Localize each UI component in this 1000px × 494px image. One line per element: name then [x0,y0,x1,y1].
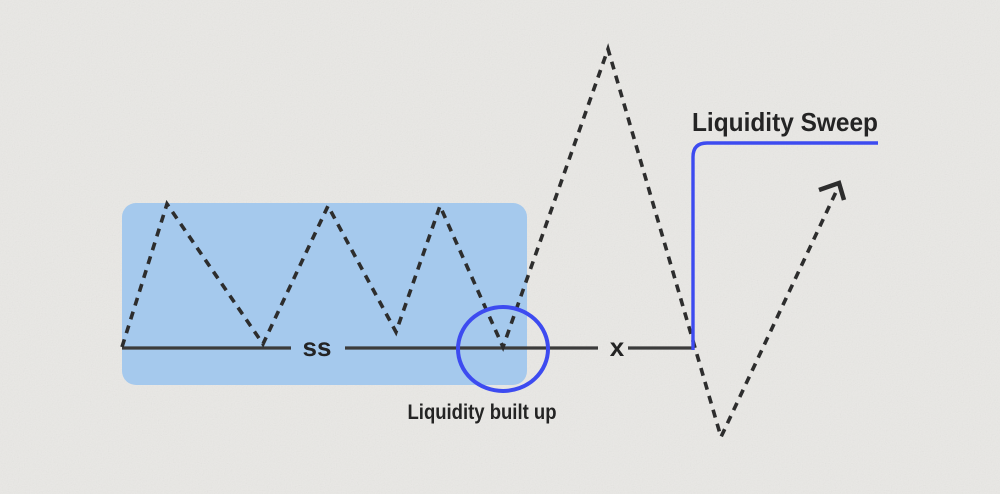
arrow-up-right-icon [818,180,847,201]
liquidity-circle-annotation [456,305,550,393]
label-x: x [610,332,625,362]
label-ss: ss [303,332,332,362]
title-liquidity-sweep: Liquidity Sweep [692,107,878,137]
sweep-bracket-line [691,141,878,350]
price-zigzag-path [120,43,838,443]
caption-liquidity-built-up: Liquidity built up [408,401,557,424]
highlight-zone [122,203,527,385]
